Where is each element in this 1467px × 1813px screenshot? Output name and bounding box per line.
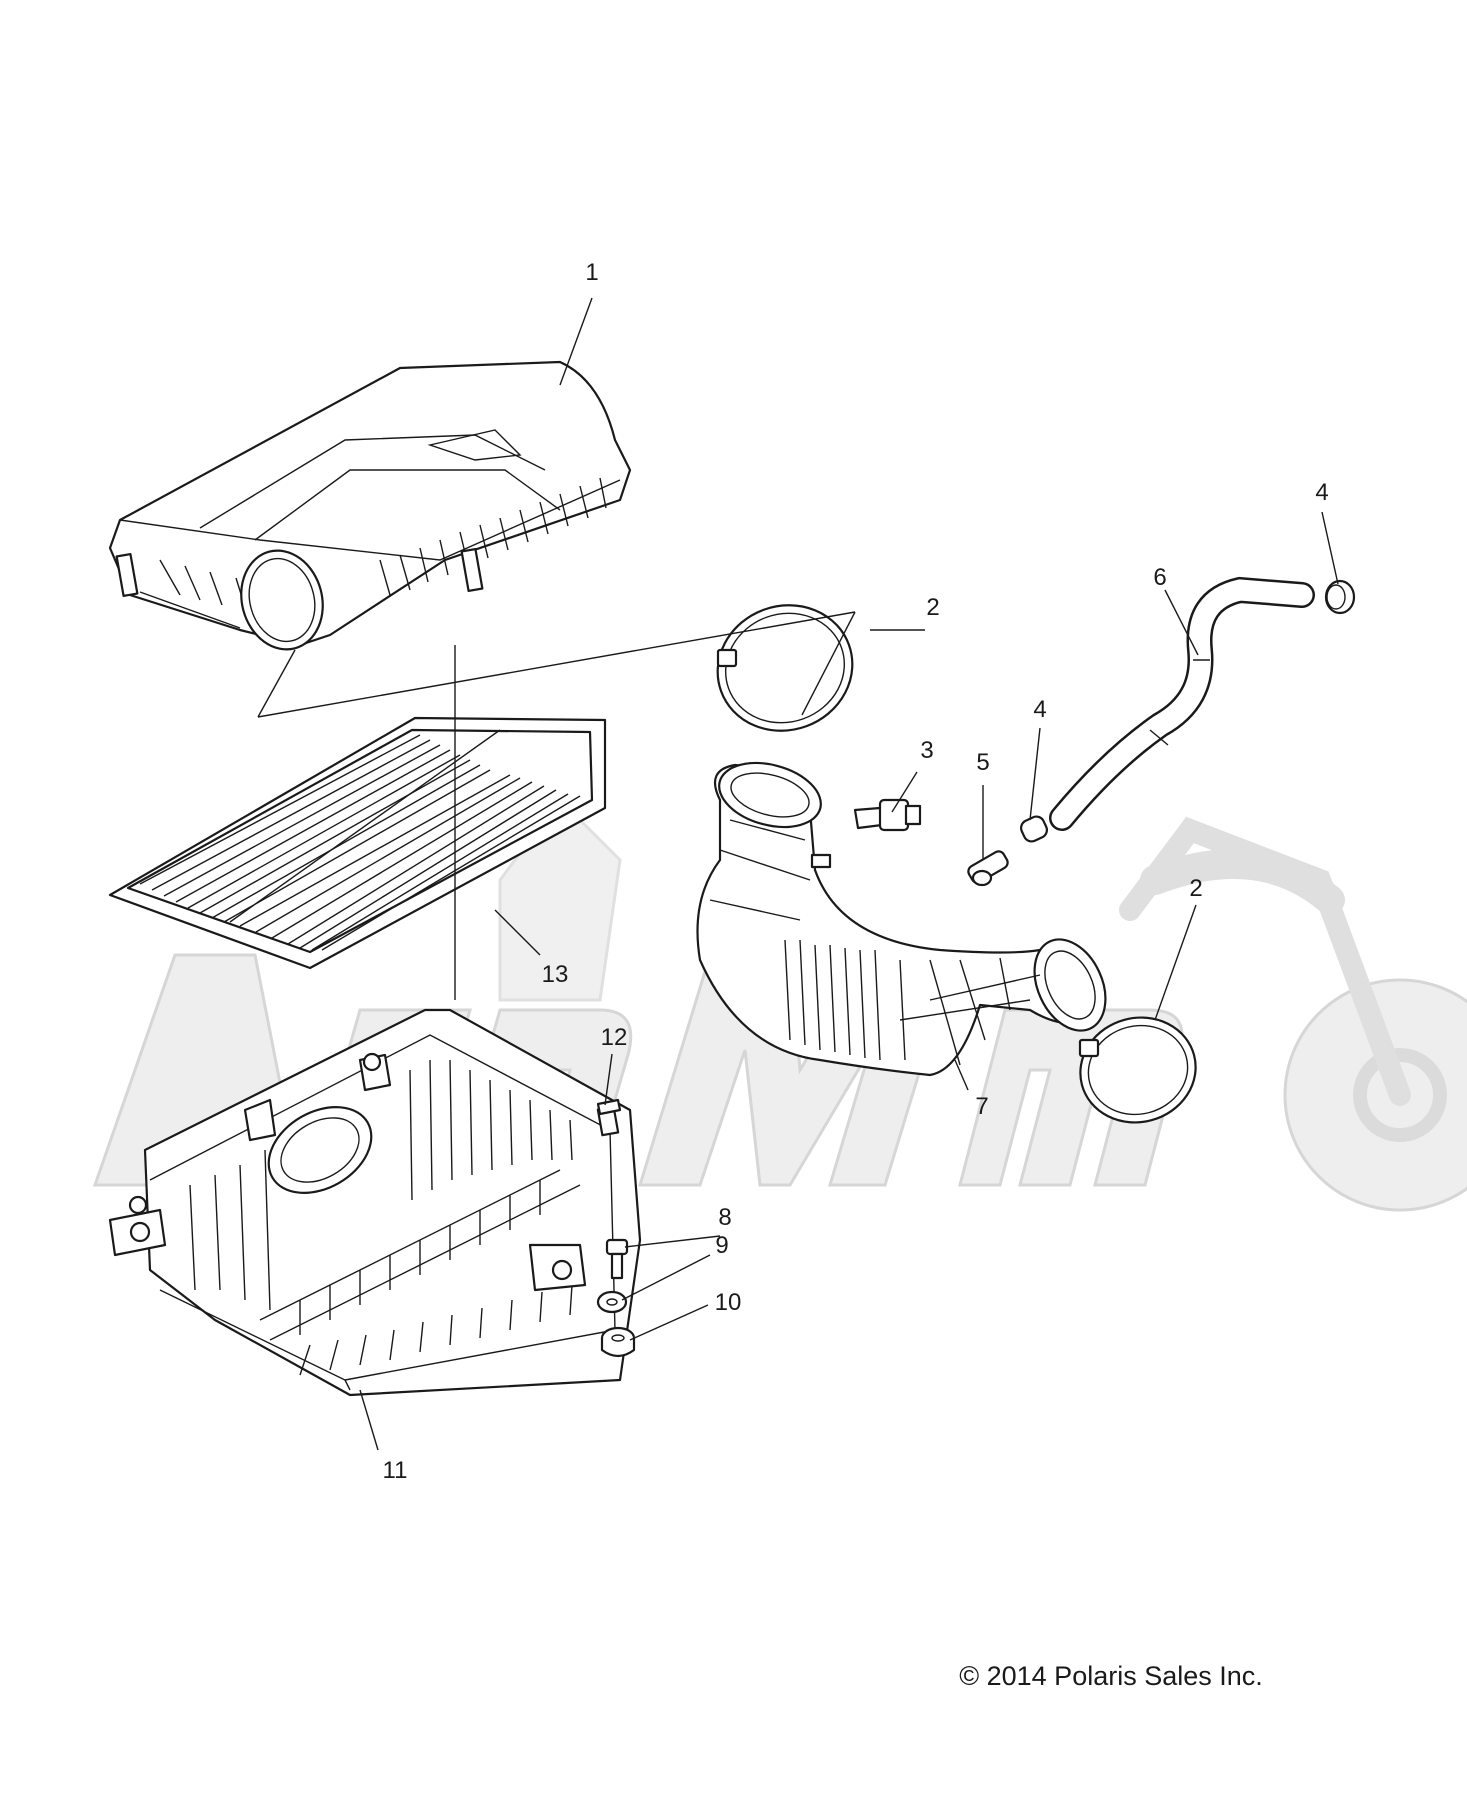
- callout-1: 1: [585, 259, 598, 286]
- callout-12: 12: [601, 1024, 628, 1051]
- filter-pleats: [139, 734, 581, 951]
- hose-clamp-upper: [716, 604, 854, 732]
- callout-4-lower: 4: [1033, 696, 1046, 723]
- bolt-8: [605, 1238, 629, 1280]
- callout-11: 11: [383, 1457, 408, 1484]
- small-clamp-lower: [1020, 815, 1048, 843]
- callout-7: 7: [975, 1093, 988, 1120]
- breather-fitting: [967, 850, 1009, 887]
- callout-2-upper: 2: [926, 594, 939, 621]
- air-filter: [108, 716, 607, 970]
- callout-9: 9: [715, 1232, 728, 1259]
- sensor: [853, 798, 922, 832]
- callout-2-lower: 2: [1189, 875, 1202, 902]
- callout-5: 5: [976, 749, 989, 776]
- breather-hose: [1049, 576, 1315, 831]
- airbox-cover: [108, 360, 632, 651]
- screw-12: [596, 1098, 622, 1137]
- hose-clamp-lower: [1078, 1016, 1197, 1124]
- callout-13: 13: [542, 961, 569, 988]
- copyright-text: © 2014 Polaris Sales Inc.: [959, 1661, 1263, 1691]
- callout-8: 8: [718, 1204, 731, 1231]
- callout-4-upper: 4: [1315, 479, 1328, 506]
- airbox-base: [108, 1008, 642, 1397]
- grommet-10: [600, 1326, 636, 1358]
- intake-duct: [696, 761, 1107, 1077]
- callout-6: 6: [1153, 564, 1166, 591]
- washer-9: [596, 1290, 628, 1314]
- small-clamp-upper: [1324, 579, 1356, 615]
- callout-10: 10: [715, 1289, 742, 1316]
- callout-3: 3: [920, 737, 933, 764]
- leader-lines: [257, 297, 1339, 1451]
